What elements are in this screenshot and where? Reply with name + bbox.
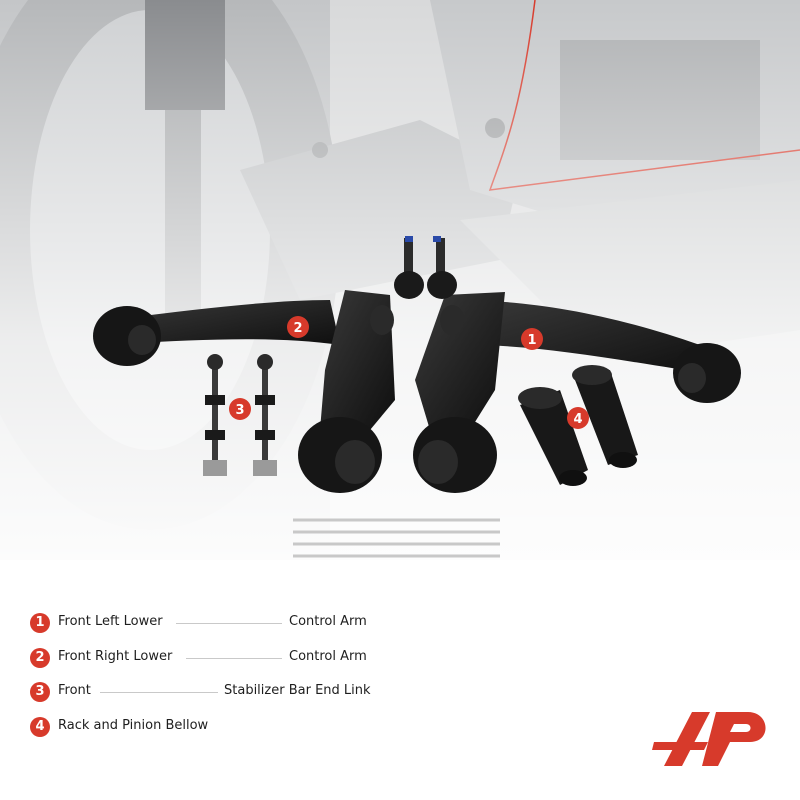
part-front-right-lower-control-arm [93,290,395,493]
legend-item: 4 Rack and Pinion Bellow [30,716,390,751]
parts-legend: 1 Front Left Lower Control Arm 2 Front R… [30,612,390,750]
svg-text:1: 1 [527,333,536,348]
legend-item: 3 Front Stabilizer Bar End Link [30,681,390,716]
legend-number-badge: 2 [30,647,50,668]
legend-number-badge: 1 [30,613,50,633]
callout-badge-4: 4 [567,407,589,429]
part-cable-ties [293,518,500,558]
brand-logo [652,712,766,766]
part-front-right-ball-joint [394,236,424,299]
part-front-left-ball-joint [427,236,457,299]
part-front-left-lower-control-arm [413,292,741,493]
svg-text:3: 3 [235,403,244,418]
legend-number-badge: 4 [30,716,50,737]
legend-item-title: Front [58,683,91,698]
callout-badge-2: 2 [287,316,309,338]
legend-item-title: Front Left Lower [58,614,163,629]
legend-item-title: Front Right Lower [58,648,173,664]
callout-badge-3: 3 [229,398,251,420]
leader-line [100,692,218,693]
legend-item: 2 Front Right Lower Control Arm [30,647,390,682]
leader-line [176,623,282,624]
part-stabilizer-bar-end-links [203,354,277,476]
legend-item-title: Rack and Pinion Bellow [58,717,209,733]
legend-number-badge: 3 [30,682,50,702]
part-rack-and-pinion-bellows [518,365,638,486]
legend-item-detail: Stabilizer Bar End Link [224,683,371,698]
legend-item-detail: Control Arm [289,614,367,629]
svg-text:2: 2 [293,321,302,336]
leader-line [186,657,282,659]
callout-badge-1: 1 [521,328,543,350]
legend-item-detail: Control Arm [289,648,367,664]
svg-text:4: 4 [573,412,582,427]
legend-item: 1 Front Left Lower Control Arm [30,612,390,647]
